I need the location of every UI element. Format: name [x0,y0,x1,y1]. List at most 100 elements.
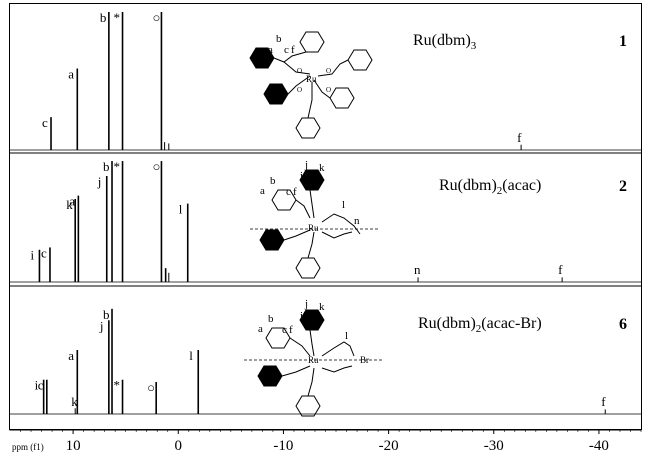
dbm-chain [309,329,315,357]
dbm-chain [289,337,311,357]
dbm-chain [317,59,349,77]
compound-label-2: Ru(dbm)2(acac) [439,177,541,197]
svg-text:f: f [289,324,293,336]
phenyl-ring [299,309,325,331]
x-tick-label: -30 [484,438,504,454]
peak-label-2: j [97,174,102,189]
svg-text:i: i [300,310,303,322]
dbm-chain [309,189,315,219]
peak-label-2: i [30,248,34,263]
peak-label-2: l [179,202,183,217]
acac-chain [321,231,353,239]
phenyl-ring [295,395,321,417]
svg-text:f: f [291,44,295,56]
peak-label-2: a [69,194,75,209]
peak-label-2: n [414,262,421,277]
svg-text:a: a [268,44,273,56]
svg-text:b: b [270,175,276,187]
svg-text:f: f [293,186,297,198]
x-tick-label: 0 [175,438,183,454]
dbm-chain [307,231,315,259]
phenyl-ring [299,169,325,191]
peak-label-2: b [103,159,110,174]
acac-br-chain [321,341,355,357]
peak-label-1: b [100,10,107,25]
phenyl-ring [259,229,285,251]
structure-ru-dbm2-acac-br [244,309,384,417]
peak-label-6: f [601,394,606,409]
dbm-chain [283,61,311,75]
compound-label-6: Ru(dbm)2(acac-Br) [418,315,542,335]
svg-text:j: j [304,298,308,310]
peak-label-6: k [71,394,78,409]
peak-label-6: a [68,348,74,363]
peak-label-2: f [558,262,563,277]
svg-text:k: k [319,301,325,313]
svg-text:O: O [297,67,302,75]
peak-label-2: k [66,197,73,212]
compound-number-2: 2 [619,178,627,195]
phenyl-ring [347,49,373,71]
peak-label-1: f [517,130,522,145]
peak-label-1: c [42,115,48,130]
svg-text:l: l [342,199,345,211]
svg-text:l: l [345,330,348,342]
phenyl-ring [257,365,283,387]
compound-number-6: 6 [619,316,627,333]
peak-label-6: l [189,348,193,363]
svg-text:j: j [304,159,308,171]
svg-text:a: a [260,185,265,197]
acac-br-chain [321,365,353,373]
x-tick-label: -20 [379,438,399,454]
x-tick-label: -40 [589,438,609,454]
peak-label-6: ○ [147,380,155,395]
svg-text:a: a [258,323,263,335]
peak-label-6: c [38,378,44,393]
svg-text:c: c [282,324,287,336]
svg-text:c: c [286,186,291,198]
compound-label-1: Ru(dbm)3 [413,32,477,52]
peak-label-2: * [114,159,121,174]
phenyl-ring [299,31,325,53]
peak-label-2: ○ [152,159,160,174]
structure-ru-dbm3 [249,31,373,139]
svg-text:Ru: Ru [306,74,317,84]
peak-label-1: ○ [152,10,160,25]
dbm-chain [307,82,313,119]
x-axis-label: ppm (f1) [12,442,44,452]
x-axis: ppm (f1) 10 0 -10 -20 -30 -40 [9,429,642,454]
spectra-layer [10,12,641,415]
svg-text:O: O [297,86,302,94]
svg-text:O: O [326,86,331,94]
svg-text:c: c [284,44,289,56]
dbm-chain [287,75,311,95]
phenyl-ring [295,257,321,279]
svg-text:O: O [326,67,331,75]
svg-text:Ru: Ru [308,223,319,233]
svg-text:i: i [300,170,303,182]
dbm-chain [273,51,307,63]
x-tick-label: 10 [66,438,81,454]
structure-1-labels: b a c f Ru O O O O [268,33,331,94]
peak-label-6: b [103,307,110,322]
dbm-chain [307,367,315,397]
structure-2-labels: a b c f i j k l n Ru [260,159,360,233]
peak-label-2: c [41,245,47,260]
structure-ru-dbm2-acac [250,169,378,279]
svg-text:n: n [354,215,360,227]
phenyl-ring [295,117,321,139]
peak-label-6: i [35,378,39,393]
svg-text:k: k [319,162,325,174]
peak-label-1: * [114,10,121,25]
svg-text:Ru: Ru [308,355,319,365]
svg-text:b: b [276,33,282,45]
dbm-chain [313,79,331,99]
phenyl-ring [329,87,355,109]
x-tick-label: -10 [273,438,293,454]
dbm-chain [295,199,311,219]
phenyl-ring [263,83,289,105]
svg-text:Br: Br [360,355,369,365]
dbm-chain [283,229,311,241]
